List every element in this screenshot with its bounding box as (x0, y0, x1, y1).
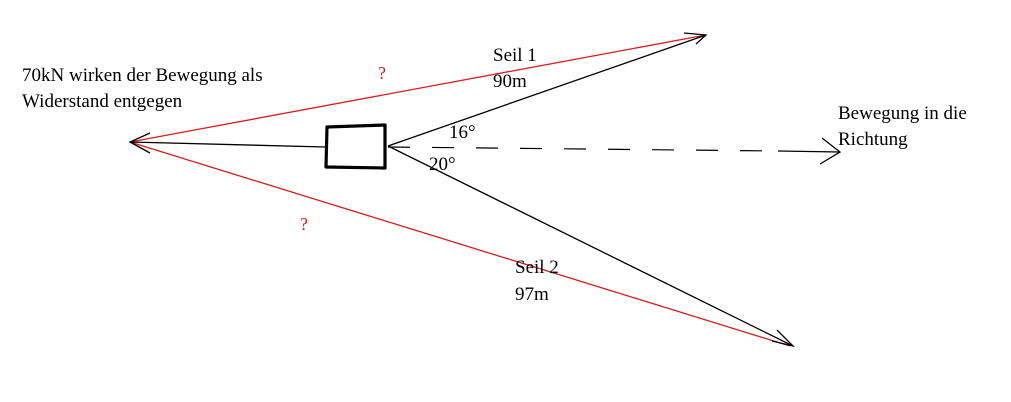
movement-direction-line (387, 146, 779, 152)
movement-arrowhead-icon (819, 137, 842, 165)
rope-1-arrowhead-icon (683, 32, 708, 45)
rope-1-line (387, 34, 707, 147)
angle-2-label: 20° (429, 154, 456, 175)
rope-1-name: Seil 1 (493, 45, 537, 66)
force-label-line-2: Widerstand entgegen (22, 91, 183, 112)
unknown-upper-label: ? (378, 63, 386, 83)
lower-unknown-force-line (129, 141, 791, 347)
unknown-lower-label: ? (300, 214, 308, 234)
movement-direction-line-tail (777, 150, 841, 153)
rope-2-line (387, 145, 794, 347)
body-box (324, 123, 387, 170)
rope-2-arrowhead-icon (771, 329, 796, 348)
direction-label-line-2: Richtung (838, 129, 908, 150)
direction-label-line-1: Bewegung in die (838, 103, 967, 124)
upper-unknown-force-line (129, 34, 707, 143)
angle-1-label: 16° (449, 122, 476, 143)
rope-1-length: 90m (493, 71, 527, 92)
rope-2-length: 97m (515, 284, 549, 305)
resistance-arrowhead-icon (128, 132, 151, 154)
force-label-line-1: 70kN wirken der Bewegung als (22, 65, 263, 86)
resistance-force-line (129, 141, 327, 148)
rope-2-name: Seil 2 (515, 257, 559, 278)
